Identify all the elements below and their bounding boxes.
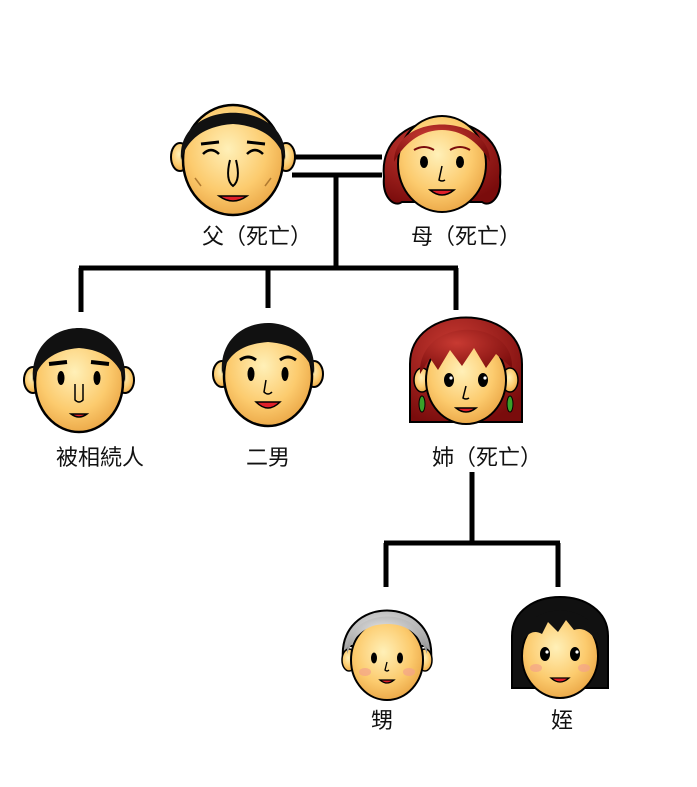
father-face-icon	[170, 103, 296, 217]
sister-label: 姉（死亡）	[432, 446, 542, 471]
nephew-face-icon	[341, 609, 433, 701]
second-son-face-icon	[212, 323, 324, 428]
nephew-label: 甥	[371, 709, 393, 734]
niece-face-icon	[511, 596, 609, 699]
father-label: 父（死亡）	[202, 225, 312, 250]
connector-lines	[78, 154, 561, 587]
mother-face-icon	[382, 115, 502, 213]
second-son-label: 二男	[246, 446, 290, 471]
niece-label: 姪	[551, 709, 573, 734]
mother-label: 母（死亡）	[411, 225, 521, 250]
deceased-face-icon	[23, 328, 135, 434]
sister-face-icon	[409, 316, 523, 425]
deceased-label: 被相続人	[56, 446, 144, 471]
